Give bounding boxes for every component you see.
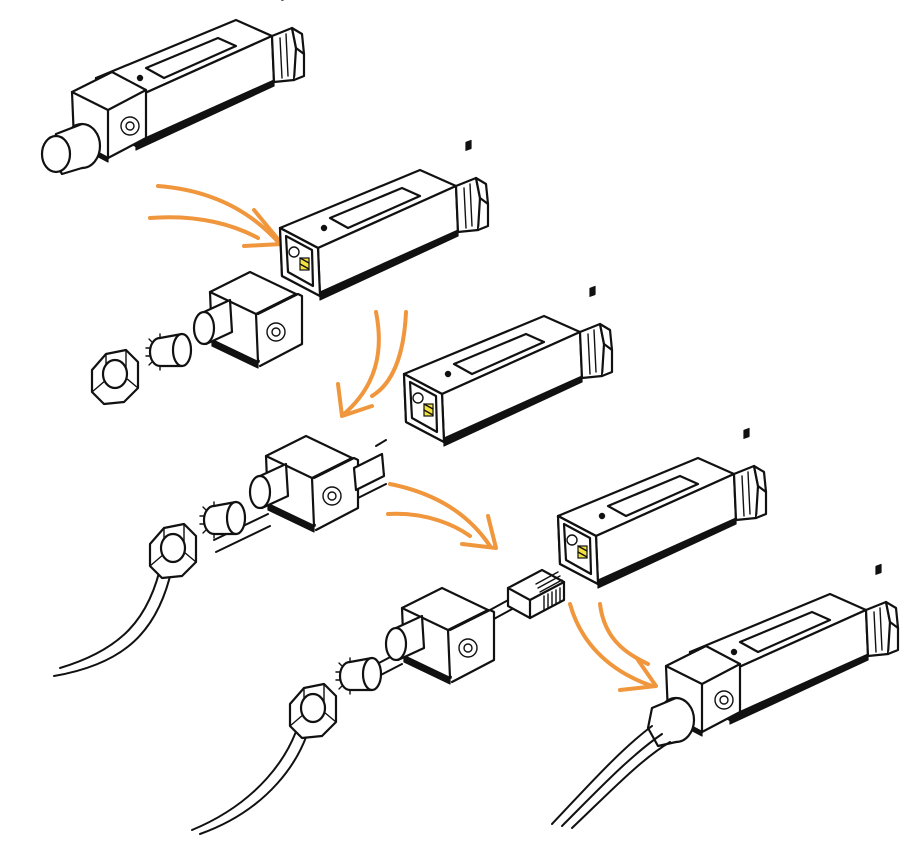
arrow-icon	[568, 602, 658, 692]
gland-nut-icon	[148, 522, 198, 580]
gland-nut-icon	[288, 682, 338, 740]
arrow-icon	[148, 184, 284, 248]
dongle-assembled-icon	[646, 563, 900, 748]
dongle-body-icon	[278, 139, 490, 302]
rj45-plug-icon	[506, 568, 566, 620]
cover-part-icon	[192, 270, 304, 370]
cover-part-icon	[248, 434, 386, 534]
cable-icon	[551, 725, 671, 829]
dongle-body-icon	[556, 427, 768, 590]
seal-ring-icon	[198, 500, 247, 540]
arrow-icon	[336, 310, 408, 418]
dongle-body-icon	[402, 285, 614, 448]
dongle-assembled-icon	[40, 0, 306, 176]
seal-ring-icon	[334, 656, 383, 696]
cover-part-icon	[384, 586, 496, 686]
arrow-icon	[386, 482, 498, 550]
gland-nut-icon	[90, 348, 140, 406]
seal-ring-icon	[144, 332, 193, 372]
